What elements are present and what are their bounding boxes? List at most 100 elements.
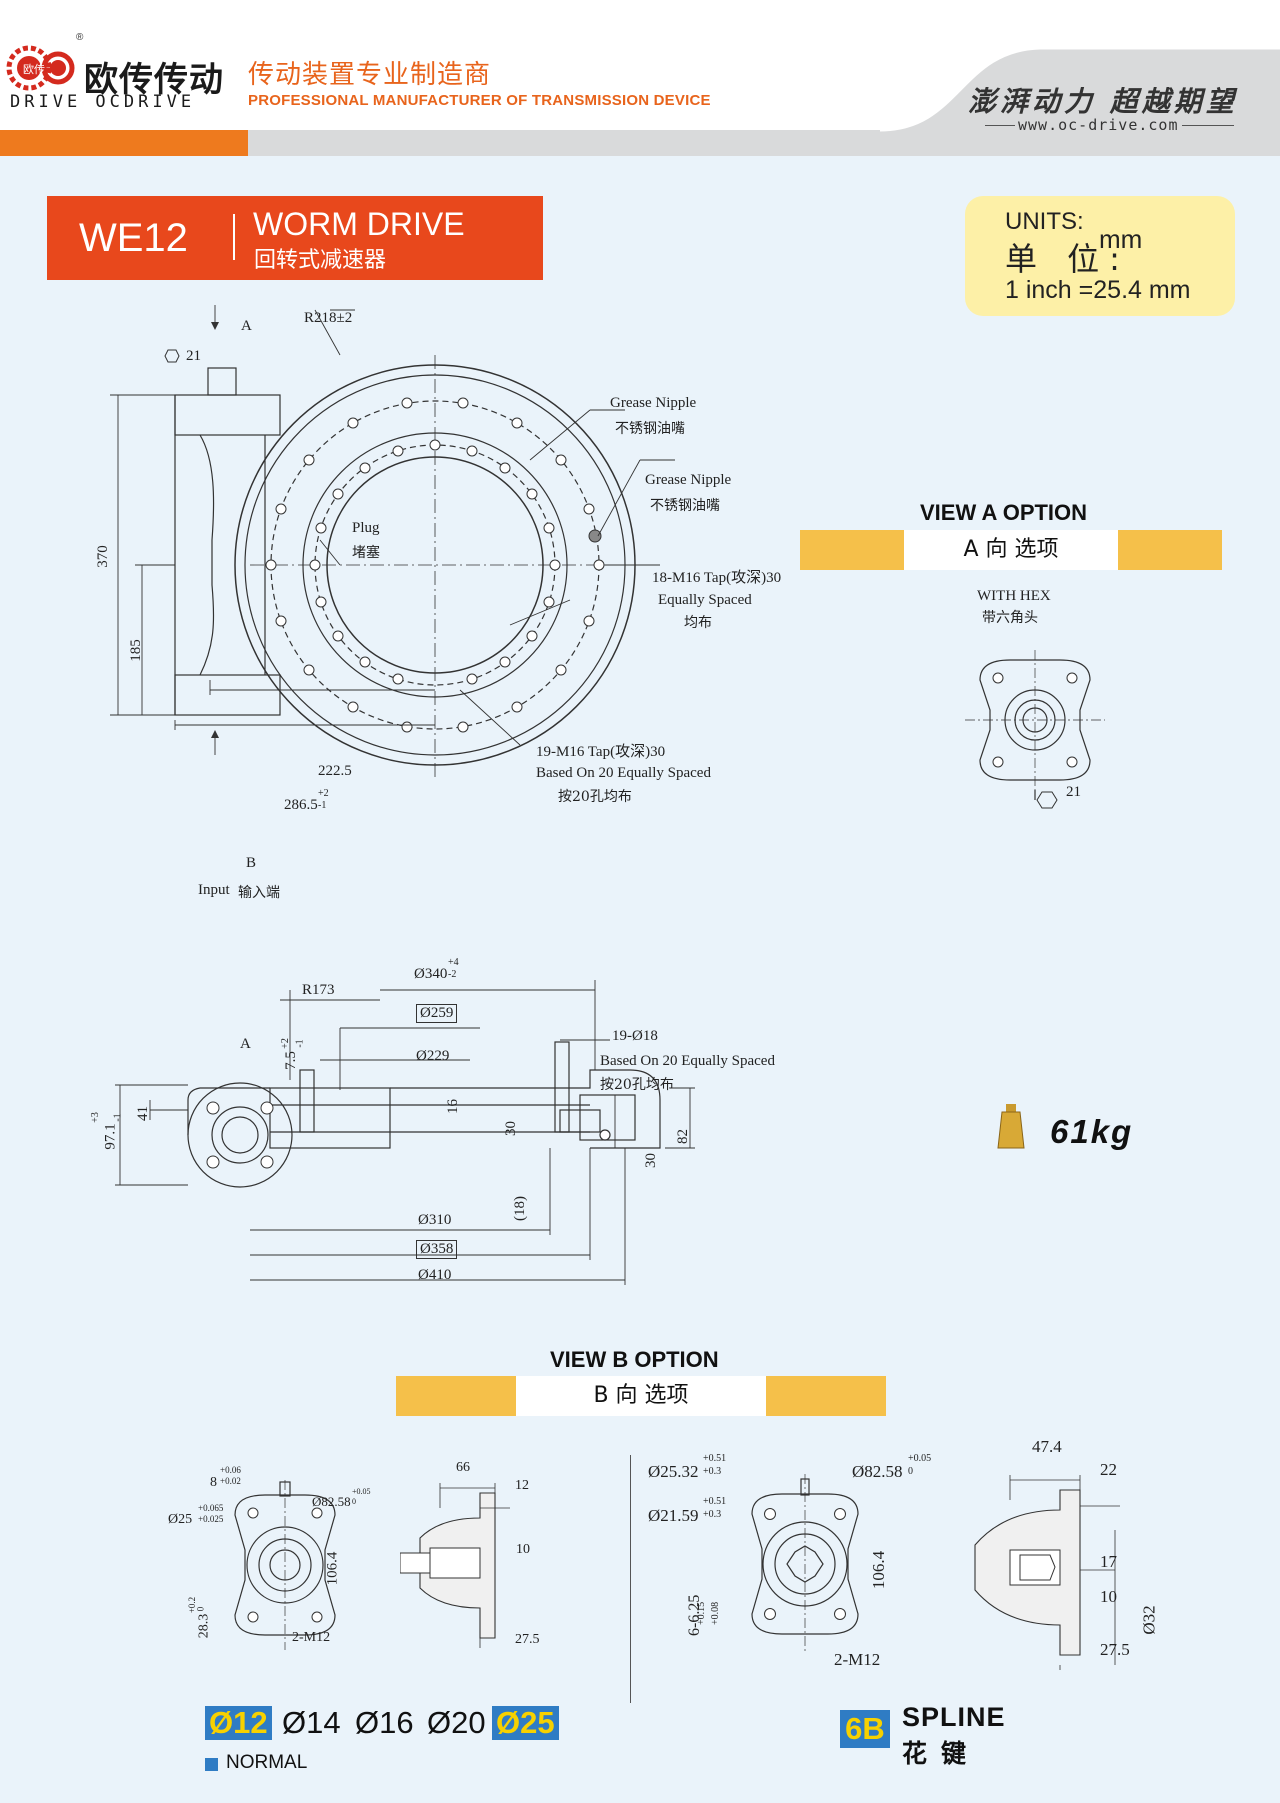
dim-d358: Ø358 xyxy=(416,1240,458,1259)
b-left-flange-tol-up: +0.05 xyxy=(352,1487,371,1496)
shaft-size-25: Ø25 xyxy=(492,1706,559,1740)
label-grease-nipple-2-cn: 不锈钢油嘴 xyxy=(650,498,720,514)
dim-222-5: 222.5 xyxy=(318,763,352,779)
normal-legend-label: NORMAL xyxy=(226,1752,308,1773)
b-right-flange: Ø82.58 xyxy=(852,1462,903,1481)
housing-bottom-flange xyxy=(174,674,281,716)
b-left-106-4: 106.4 xyxy=(324,1551,341,1586)
b-right-flange-tol-up: +0.05 xyxy=(908,1453,932,1464)
spline-code: 6B xyxy=(840,1710,890,1748)
b-right-bolts: 2-M12 xyxy=(834,1650,881,1669)
website-rule-left xyxy=(985,125,1015,126)
label-tap-19-sub-cn: 按20孔均布 xyxy=(558,789,632,805)
product-name-en: WORM DRIVE xyxy=(253,206,465,242)
dim-286-5: 286.5 xyxy=(284,797,318,813)
dim-d310: Ø310 xyxy=(418,1212,452,1228)
label-tap-19-sub: Based On 20 Equally Spaced xyxy=(536,765,711,781)
b-left-key-tol-dn: +0.02 xyxy=(220,1476,241,1486)
label-grease-nipple-1-cn: 不锈钢油嘴 xyxy=(615,421,685,437)
b-left-side-10: 10 xyxy=(516,1542,530,1557)
units-conversion: 1 inch =25.4 mm xyxy=(1005,276,1191,304)
view-b-subtitle: B 向 选项 xyxy=(516,1376,766,1416)
dim-d340: Ø340 xyxy=(414,966,448,982)
b-right-spline-tol-up: +0.15 xyxy=(696,1601,707,1625)
units-box: UNITS: 单 位: mm 1 inch =25.4 mm xyxy=(965,196,1235,316)
dim-holes-sub-cn: 按20孔均布 xyxy=(600,1077,674,1093)
b-left-section-drawing xyxy=(400,1483,510,1648)
b-right-side-d32: Ø32 xyxy=(1139,1605,1159,1635)
hex-icon xyxy=(164,349,180,363)
front-view-drawing xyxy=(110,305,675,780)
dim-82: 82 xyxy=(675,1129,691,1144)
b-right-d25-32: Ø25.32 xyxy=(648,1462,699,1481)
b-right-section-drawing xyxy=(974,1475,1120,1670)
b-right-flange-drawing xyxy=(751,1474,859,1652)
dim-97-1-tol-up: +3 xyxy=(89,1112,101,1123)
shaft-size-20: Ø20 xyxy=(427,1705,486,1740)
units-value: mm xyxy=(1099,224,1143,254)
view-a-title: VIEW A OPTION xyxy=(920,500,1088,525)
view-a-hex-label-cn: 带六角头 xyxy=(982,610,1038,626)
b-left-28-3-tol-dn: 0 xyxy=(195,1606,206,1612)
label-tap-18: 18-M16 Tap(攻深)30 xyxy=(652,570,782,586)
label-tap-18-sub: Equally Spaced xyxy=(658,592,752,608)
spline-name-cn: 花键 xyxy=(902,1739,981,1768)
brand-name-en: DRIVE OCDRIVE xyxy=(10,92,196,112)
units-label-cn: 单 位: xyxy=(1005,240,1130,278)
dim-185: 185 xyxy=(127,639,144,662)
b-left-side-66: 66 xyxy=(456,1460,470,1475)
b-left-shaft-tol-dn: +0.025 xyxy=(198,1514,224,1524)
slogan: 澎湃动力 超越期望 xyxy=(968,85,1238,118)
view-a-hex-label: WITH HEX xyxy=(977,588,1051,604)
label-tap-19: 19-M16 Tap(攻深)30 xyxy=(536,744,666,760)
dim-r173: R173 xyxy=(302,982,335,998)
logo-mark-text: 欧传 xyxy=(23,63,45,76)
dim-16: 16 xyxy=(445,1099,461,1114)
dim-7-5-tol-up: +2 xyxy=(279,1038,291,1049)
dim-18: (18) xyxy=(512,1196,528,1221)
b-left-side-27-5: 27.5 xyxy=(515,1632,540,1647)
dim-holes-19: 19-Ø18 xyxy=(612,1028,658,1044)
weight-icon xyxy=(997,1104,1025,1149)
tagline-en: PROFESSIONAL MANUFACTURER OF TRANSMISSIO… xyxy=(248,92,711,109)
shaft-size-12: Ø12 xyxy=(205,1706,272,1740)
b-right-side-27-5: 27.5 xyxy=(1100,1640,1130,1659)
units-label-en: UNITS: xyxy=(1005,208,1084,235)
view-b-title: VIEW B OPTION xyxy=(550,1347,719,1372)
view-a-flange-drawing xyxy=(965,650,1105,809)
label-view-b-marker: B xyxy=(246,855,257,871)
title-separator xyxy=(233,214,235,260)
b-left-flange-tol-dn: 0 xyxy=(352,1497,356,1506)
model-number: WE12 xyxy=(79,216,188,260)
label-tap-18-sub-cn: 均布 xyxy=(684,615,712,631)
b-right-spline-tol-dn: +0.08 xyxy=(710,1601,721,1625)
website-link[interactable]: www.oc-drive.com xyxy=(1018,116,1179,134)
registered-mark: ® xyxy=(76,32,84,43)
view-a-hex-size: 21 xyxy=(1066,784,1081,800)
dim-370: 370 xyxy=(94,545,111,568)
b-right-side-47-4: 47.4 xyxy=(1032,1437,1062,1456)
label-plug: Plug xyxy=(352,520,380,536)
b-right-side-22: 22 xyxy=(1100,1460,1117,1479)
view-a-subtitle: A 向 选项 xyxy=(904,530,1118,570)
b-right-106-4: 106.4 xyxy=(869,1550,889,1590)
label-input: Input xyxy=(198,882,230,898)
dim-7-5: 7.5 xyxy=(282,1051,299,1070)
b-left-shaft-tol-up: +0.065 xyxy=(198,1503,224,1513)
b-right-side-10: 10 xyxy=(1100,1587,1117,1606)
dim-97-1-tol-dn: -1 xyxy=(112,1113,124,1122)
dim-41: 41 xyxy=(135,1106,151,1121)
b-left-side-12: 12 xyxy=(515,1478,529,1493)
label-input-cn: 输入端 xyxy=(238,885,280,901)
product-title-box: WE12 WORM DRIVE 回转式减速器 xyxy=(47,196,543,280)
shaft-size-16: Ø16 xyxy=(355,1705,414,1740)
dim-30-b: 30 xyxy=(643,1153,659,1168)
dim-286-5-tol-dn: -1 xyxy=(318,800,327,811)
dim-d259: Ø259 xyxy=(416,1004,458,1023)
dim-97-1: 97.1 xyxy=(102,1123,119,1150)
label-grease-nipple-1: Grease Nipple xyxy=(610,395,697,411)
b-right-d21-59: Ø21.59 xyxy=(648,1506,699,1525)
dim-d229: Ø229 xyxy=(416,1048,450,1064)
b-divider xyxy=(630,1455,631,1703)
b-left-key: 8 xyxy=(210,1475,217,1490)
